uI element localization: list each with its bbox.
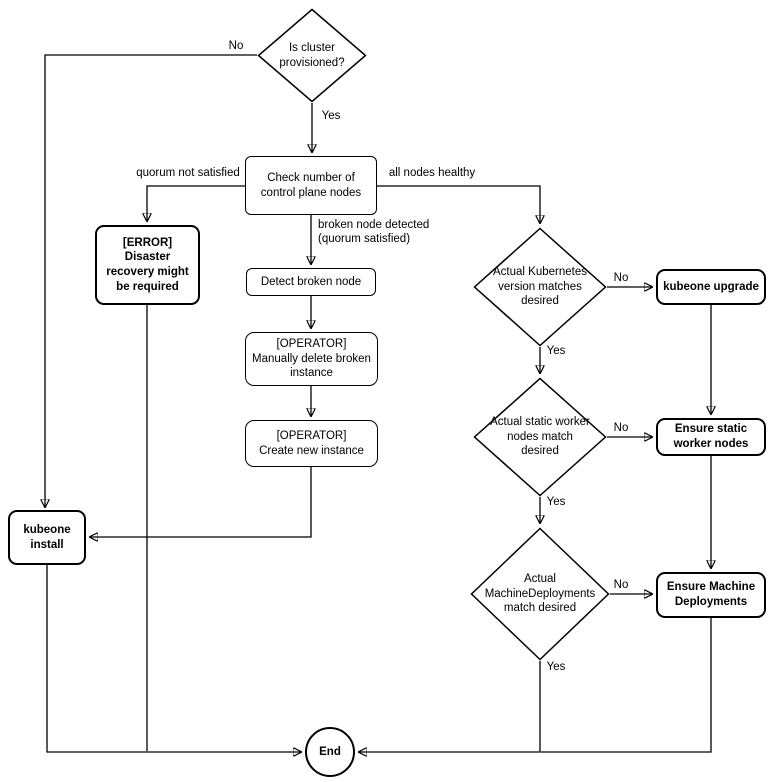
decision-label: Actual static worker nodes match desired — [490, 415, 590, 458]
process-operator-delete-instance: [OPERATOR] Manually delete broken instan… — [245, 332, 378, 386]
edge-label-all-nodes-healthy: all nodes healthy — [388, 167, 476, 179]
edge-create-to-kubeone-install — [90, 467, 312, 537]
edge-quorum-not-satisfied-to-error — [147, 185, 245, 221]
edge-ensure-md-to-end — [541, 618, 712, 753]
terminator-end: End — [305, 727, 355, 777]
edge-label-version-yes: Yes — [546, 345, 566, 357]
edge-label-md-no: No — [613, 579, 629, 591]
diamond-shape — [473, 377, 607, 497]
action-kubeone-upgrade: kubeone upgrade — [656, 269, 766, 305]
action-ensure-machine-deployments: Ensure Machine Deployments — [656, 572, 766, 618]
edge-label-provisioned-yes: Yes — [321, 110, 341, 122]
process-label: Check number of control plane nodes — [260, 171, 362, 199]
edge-label-version-no: No — [613, 272, 629, 284]
decision-label: Is cluster provisioned? — [279, 41, 345, 69]
edge-md-yes-to-end — [359, 661, 541, 752]
edge-label-workers-no: No — [613, 422, 629, 434]
process-label: [OPERATOR] Manually delete broken instan… — [252, 337, 371, 380]
error-label: [ERROR] Disaster recovery might be requi… — [106, 236, 189, 293]
edge-label-workers-yes: Yes — [546, 496, 566, 508]
action-label: kubeone upgrade — [663, 280, 759, 293]
action-label: kubeone install — [23, 523, 71, 551]
process-label: Detect broken node — [260, 275, 362, 288]
action-kubeone-install: kubeone install — [8, 510, 86, 565]
diamond-shape — [470, 527, 610, 661]
edge-label-provisioned-no: No — [228, 40, 244, 52]
edge-label-quorum-not-satisfied: quorum not satisfied — [136, 167, 240, 179]
decision-label: Actual MachineDeployments match desired — [484, 572, 596, 615]
decision-label: Actual Kubernetes version matches desire… — [493, 265, 587, 308]
decision-k8s-version-matches: Actual Kubernetes version matches desire… — [473, 227, 607, 347]
decision-is-cluster-provisioned: Is cluster provisioned? — [257, 8, 367, 103]
edge-kubeone-install-to-end — [46, 565, 301, 752]
edge-label-broken-node-detected: broken node detected (quorum satisfied) — [318, 219, 430, 245]
process-operator-create-instance: [OPERATOR] Create new instance — [245, 420, 378, 467]
action-ensure-static-workers: Ensure static worker nodes — [656, 418, 766, 456]
diamond-shape — [473, 227, 607, 347]
process-detect-broken-node: Detect broken node — [246, 268, 376, 296]
action-label: Ensure Machine Deployments — [666, 581, 756, 608]
process-label: [OPERATOR] Create new instance — [259, 429, 364, 457]
decision-static-workers-match: Actual static worker nodes match desired — [473, 377, 607, 497]
diamond-shape — [257, 8, 367, 103]
end-label: End — [319, 745, 341, 758]
edge-all-nodes-healthy-to-version-check — [377, 185, 540, 223]
error-disaster-recovery-box: [ERROR] Disaster recovery might be requi… — [95, 225, 200, 305]
decision-machinedeployments-match: Actual MachineDeployments match desired — [470, 527, 610, 661]
action-label: Ensure static worker nodes — [673, 423, 749, 450]
edge-label-md-yes: Yes — [546, 661, 566, 673]
process-check-control-plane-nodes: Check number of control plane nodes — [245, 156, 377, 215]
edge-provisioned-no-to-kubeone-install — [45, 54, 257, 507]
